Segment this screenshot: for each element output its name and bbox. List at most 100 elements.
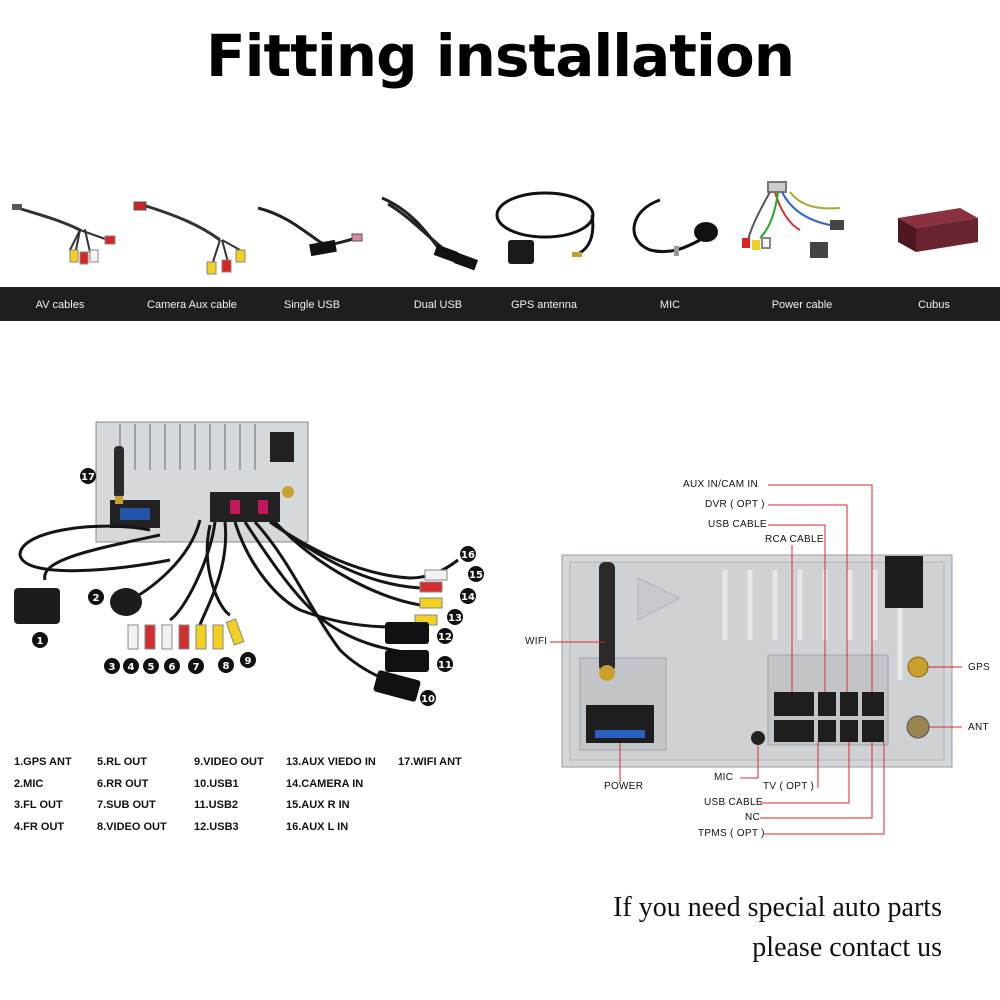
accessory-label-camera-aux-cable: Camera Aux cable: [147, 299, 237, 311]
callout-11: 11: [437, 656, 453, 672]
usb-plugs: [373, 622, 429, 702]
av-cables-icon: [12, 204, 116, 265]
legend-item: 16.AUX L IN: [286, 821, 349, 833]
svg-text:12: 12: [438, 632, 452, 643]
contact-message: If you need special auto parts please co…: [613, 888, 942, 968]
connector-blocks: [774, 692, 884, 742]
callout-7: 7: [188, 658, 204, 674]
right-connector-diagram: [550, 484, 962, 835]
accessories-strip: AV cables Camera Aux cable Single USB Du…: [0, 170, 1000, 321]
legend-item: 4.FR OUT: [14, 821, 65, 833]
leader-lines: [550, 484, 962, 835]
svg-text:4: 4: [128, 662, 135, 673]
legend-item: 6.RR OUT: [97, 778, 149, 790]
mic-icon: [632, 198, 718, 256]
accessory-label-gps-antenna: GPS antenna: [510, 299, 578, 311]
svg-text:8: 8: [223, 661, 230, 672]
rca-plugs: [127, 569, 448, 650]
svg-text:17: 17: [81, 472, 95, 483]
label-dvr: DVR ( OPT ): [705, 499, 765, 510]
svg-text:2: 2: [93, 593, 100, 604]
cubus-box-icon: [898, 208, 978, 252]
camera-aux-cable-icon: [133, 201, 246, 275]
accessory-label-cubus: Cubus: [918, 299, 950, 311]
page-title: Fitting installation: [205, 22, 795, 90]
callout-5: 5: [143, 658, 159, 674]
power-cable-icon: [742, 181, 844, 258]
callout-4: 4: [123, 658, 139, 674]
label-ant: ANT: [968, 722, 989, 733]
svg-text:7: 7: [193, 662, 200, 673]
accessory-label-dual-usb: Dual USB: [413, 299, 463, 311]
mic-capsule: [110, 588, 142, 616]
gps-antenna-icon: [495, 191, 595, 264]
svg-text:14: 14: [461, 592, 475, 603]
svg-text:10: 10: [421, 694, 435, 705]
svg-text:15: 15: [469, 570, 483, 581]
legend-item: 9.VIDEO OUT: [194, 756, 264, 768]
wifi-antenna-icon: [599, 562, 615, 672]
callout-15: 15: [468, 566, 484, 582]
callout-12: 12: [437, 628, 453, 644]
legend-item: 10.USB1: [194, 778, 239, 790]
legend-item: 17.WIFI ANT: [398, 756, 462, 768]
connector-legend: 1.GPS ANT 2.MIC 3.FL OUT 4.FR OUT 5.RL O…: [14, 752, 494, 842]
accessory-label-power-cable: Power cable: [771, 299, 833, 311]
label-nc: NC: [745, 812, 761, 823]
callout-8: 8: [218, 657, 234, 673]
label-usb-cable-bottom: USB CABLE: [704, 797, 763, 808]
power-connector: [586, 705, 654, 743]
svg-text:5: 5: [148, 662, 155, 673]
legend-item: 11.USB2: [194, 799, 239, 811]
callout-6: 6: [164, 658, 180, 674]
svg-text:13: 13: [448, 613, 462, 624]
wifi-antenna-connector: [599, 665, 615, 681]
gps-antenna-puck: [14, 588, 60, 624]
contact-line-2: please contact us: [752, 932, 942, 963]
callout-1: 1: [32, 632, 48, 648]
dual-usb-icon: [381, 196, 479, 271]
legend-item: 3.FL OUT: [14, 799, 63, 811]
callout-3: 3: [104, 658, 120, 674]
accessories-images: [12, 181, 978, 275]
ant-connector: [906, 715, 930, 739]
label-power: POWER: [604, 781, 644, 792]
svg-text:6: 6: [169, 662, 176, 673]
label-tpms: TPMS ( OPT ): [698, 828, 765, 839]
accessories-label-bar: [0, 287, 1000, 321]
accessory-label-single-usb: Single USB: [283, 299, 341, 311]
label-gps: GPS: [968, 662, 991, 673]
callout-10: 10: [420, 690, 436, 706]
label-mic: MIC: [714, 772, 734, 783]
label-tv: TV ( OPT ): [763, 781, 815, 792]
wifi-antenna-icon: [114, 446, 124, 504]
legend-item: 14.CAMERA IN: [286, 778, 364, 790]
svg-text:1: 1: [37, 636, 44, 647]
accessory-label-av-cables: AV cables: [35, 299, 85, 311]
callout-16: 16: [460, 546, 476, 562]
svg-text:16: 16: [461, 550, 475, 561]
svg-text:9: 9: [245, 656, 252, 667]
legend-item: 7.SUB OUT: [97, 799, 156, 811]
callout-9: 9: [240, 652, 256, 668]
legend-item: 15.AUX R IN: [286, 799, 350, 811]
label-usb-cable-top: USB CABLE: [708, 519, 767, 530]
callout-2: 2: [88, 589, 104, 605]
legend-item: 2.MIC: [14, 778, 44, 790]
mic-jack: [751, 731, 765, 745]
legend-item: 13.AUX VIEDO IN: [286, 756, 376, 768]
legend-item: 12.USB3: [194, 821, 239, 833]
svg-text:11: 11: [438, 660, 452, 671]
callout-17: 17: [80, 468, 96, 484]
single-usb-icon: [257, 206, 363, 257]
accessory-label-mic: MIC: [659, 299, 681, 311]
wiring-harness: [18, 519, 459, 687]
gps-connector: [907, 656, 929, 678]
left-wiring-diagram: 17 1 2 3 4 5 6 7 8 9 10 11 12 13 14 15 1…: [14, 421, 484, 706]
label-rca-cable: RCA CABLE: [765, 534, 824, 545]
callout-14: 14: [460, 588, 476, 604]
callout-13: 13: [447, 609, 463, 625]
label-aux-in-cam-in: AUX IN/CAM IN: [683, 479, 759, 490]
svg-text:3: 3: [109, 662, 116, 673]
legend-item: 1.GPS ANT: [14, 756, 72, 768]
